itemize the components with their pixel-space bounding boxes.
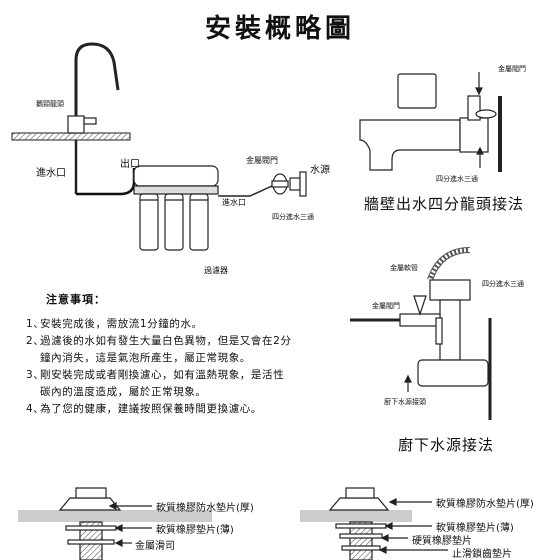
wall-valve xyxy=(475,109,497,119)
connector-label: 廚下水源接頭 xyxy=(384,398,426,406)
right-pad-thick-label: 軟質橡膠防水墊片(厚) xyxy=(436,499,534,510)
wall-diagram xyxy=(359,72,502,172)
mount-right-diagram xyxy=(300,487,448,560)
filter-label: 過濾器 xyxy=(204,266,228,275)
note-item: 2、過濾後的水如有發生大量白色異物，但是又會在2分 xyxy=(26,335,292,347)
left-pad-thin-label: 軟質橡膠墊片(薄) xyxy=(156,525,234,536)
tee-label: 四分進水三通 xyxy=(272,213,314,221)
wall-valve-label: 金屬閥門 xyxy=(498,65,526,73)
gooseneck-faucet xyxy=(67,42,120,134)
wall-tee-label: 四分進水三通 xyxy=(436,175,478,183)
countertop xyxy=(11,132,131,141)
right-hard-pad-label: 硬質橡膠墊片 xyxy=(412,536,472,547)
inlet-label: 進水口 xyxy=(36,168,66,179)
note-item: 1、安裝完成後，需放流1分鐘的水。 xyxy=(26,318,203,330)
right-pad-thin-label: 軟質橡膠墊片(薄) xyxy=(436,523,514,534)
metal-valve xyxy=(271,173,289,195)
water-source-label: 水源 xyxy=(310,165,330,176)
faucet-label: 鵝頸龍頭 xyxy=(36,100,64,108)
kitchen-tee-label: 四分進水三通 xyxy=(482,280,524,288)
wall-caption: 牆壁出水四分龍頭接法 xyxy=(364,195,525,213)
left-metal-washer-label: 金屬滑司 xyxy=(135,541,175,552)
tee-fitting xyxy=(289,171,307,197)
kitchen-valve-label: 金屬閥門 xyxy=(372,302,400,310)
note-item: 4、為了您的健康，建議按照保養時間更換濾心。 xyxy=(26,403,262,415)
notes-title: 注意事項： xyxy=(46,293,106,306)
right-lock-pad-label: 止滑鎖齒墊片 xyxy=(452,549,512,560)
left-pad-thick-label: 軟質橡膠防水墊片(厚) xyxy=(156,503,254,514)
main-diagram xyxy=(11,42,307,251)
page-title: 安裝概略圖 xyxy=(204,14,355,44)
hose-label: 金屬軟管 xyxy=(390,264,418,272)
note-item-continuation: 鐘內消失，這是氣泡所產生，屬正常現象。 xyxy=(40,352,251,364)
filter-unit xyxy=(133,165,219,251)
metal-valve-label: 金屬閥門 xyxy=(246,156,278,165)
note-item: 3、剛安裝完成或者剛換濾心，如有溫熱現象，是活性 xyxy=(26,369,285,381)
kitchen-valve-handle xyxy=(435,317,443,345)
mount-left-diagram xyxy=(18,487,212,560)
black-hose xyxy=(76,168,136,196)
wall-box xyxy=(397,73,437,109)
note-item-continuation: 碳內的溫度造成，屬於正常現象。 xyxy=(40,386,207,398)
kitchen-diagram xyxy=(350,247,492,420)
notes-list: 1、安裝完成後，需放流1分鐘的水。 2、過濾後的水如有發生大量白色異物，但是又會… xyxy=(26,316,291,418)
inlet2-label: 進水口 xyxy=(222,198,246,207)
kitchen-caption: 廚下水源接法 xyxy=(398,436,495,454)
outlet-label: 出口 xyxy=(120,159,140,170)
